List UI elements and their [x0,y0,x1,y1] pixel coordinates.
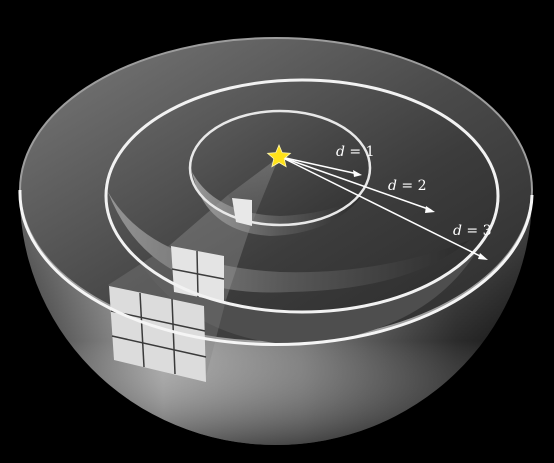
ray-d2-arrowhead [425,206,435,213]
ray-d3-arrowhead [478,253,488,260]
label-d2: d = 2 [388,178,427,194]
ray-d1 [280,156,359,175]
label-d3: d = 3 [453,223,492,239]
ray-d1-arrowhead [353,170,362,177]
ray-d3 [280,156,485,259]
label-d2-variable: d [388,178,397,194]
label-d1: d = 1 [336,144,375,160]
inner-shell-rim [188,109,372,227]
label-d2-value: = 2 [397,178,427,194]
patch-outer [109,286,207,382]
star-icon [266,143,292,168]
distance-rays [280,156,488,260]
label-d1-variable: d [336,144,345,160]
outer-shell-front-rim [18,189,534,347]
label-d1-value: = 1 [345,144,375,160]
middle-shell-rim [104,78,500,314]
light-cone-middle [170,195,250,300]
ray-d2 [280,156,432,211]
label-d3-variable: d [453,223,462,239]
label-d3-value: = 3 [462,223,492,239]
